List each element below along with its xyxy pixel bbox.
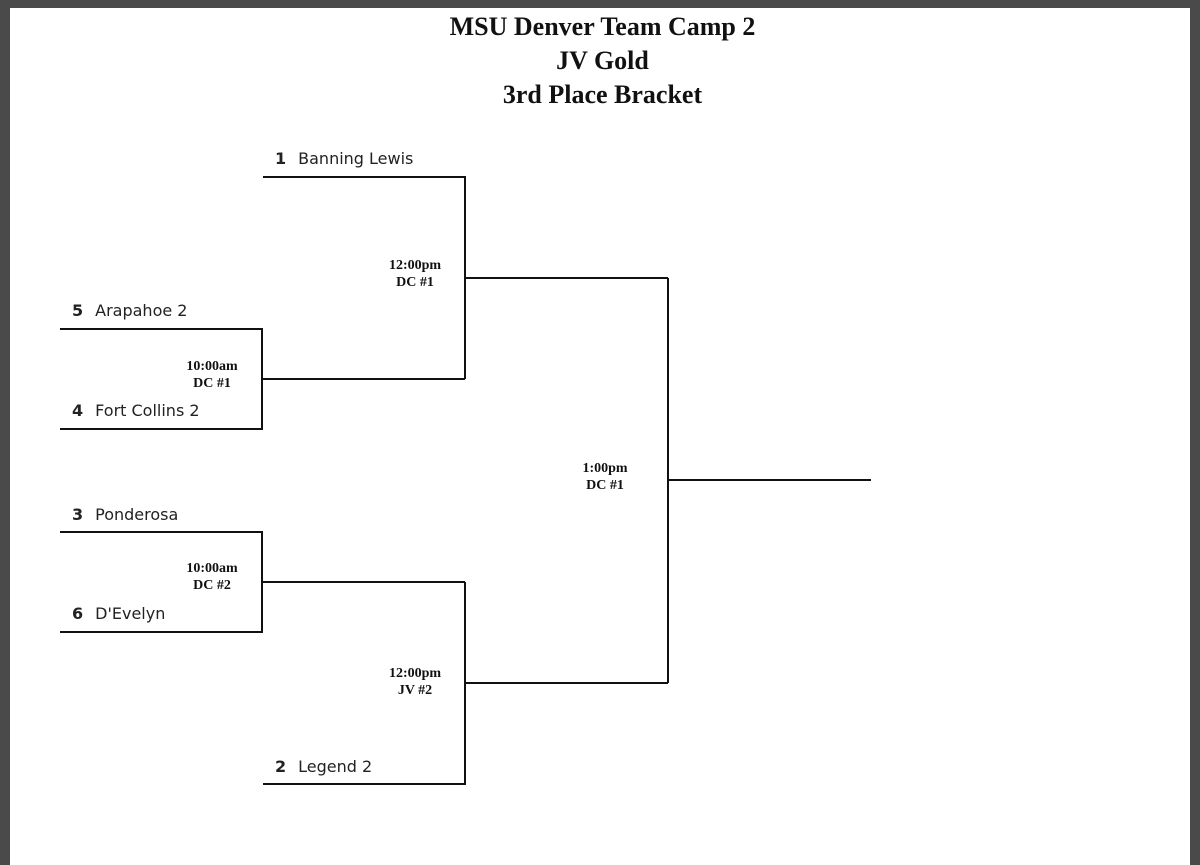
- game-label: 1:00pm DC #1: [545, 460, 665, 494]
- team-name: Legend 2: [298, 757, 373, 776]
- game-court: DC #1: [586, 478, 624, 493]
- game-time: 1:00pm: [582, 461, 628, 476]
- game-label: 12:00pm JV #2: [355, 665, 475, 699]
- team-name: Arapahoe 2: [95, 301, 188, 320]
- bracket-line-r2-upper: [263, 176, 466, 379]
- team-slot: 1 Banning Lewis: [275, 149, 413, 168]
- team-seed: 1: [275, 149, 287, 168]
- game-time: 12:00pm: [388, 258, 442, 273]
- game-time: 12:00pm: [388, 666, 442, 681]
- game-court: DC #1: [396, 275, 434, 290]
- game-court: DC #1: [193, 376, 231, 391]
- game-label: 10:00am DC #1: [152, 358, 272, 392]
- team-seed: 2: [275, 757, 287, 776]
- team-name: Fort Collins 2: [95, 401, 200, 420]
- team-slot: 6 D'Evelyn: [72, 604, 165, 623]
- bracket-sheet: [10, 8, 1190, 865]
- bracket-subtitle: 3rd Place Bracket: [502, 80, 703, 109]
- game-time: 10:00am: [186, 561, 238, 576]
- game-court: DC #2: [193, 578, 231, 593]
- team-slot: 4 Fort Collins 2: [72, 401, 200, 420]
- team-slot: 5 Arapahoe 2: [72, 301, 187, 320]
- team-name: Banning Lewis: [298, 149, 414, 168]
- game-time: 10:00am: [186, 359, 238, 374]
- team-seed: 5: [72, 301, 84, 320]
- division-title: JV Gold: [556, 46, 649, 75]
- team-seed: 4: [72, 401, 84, 420]
- bracket-line-r2-lower: [263, 582, 466, 785]
- game-label: 10:00am DC #2: [152, 560, 272, 594]
- team-name: Ponderosa: [95, 505, 179, 524]
- bracket-title: MSU Denver Team Camp 2 JV Gold 3rd Place…: [0, 10, 1200, 112]
- game-court: JV #2: [397, 683, 433, 698]
- team-slot: 2 Legend 2: [275, 757, 372, 776]
- game-label: 12:00pm DC #1: [355, 257, 475, 291]
- team-seed: 3: [72, 505, 84, 524]
- team-name: D'Evelyn: [95, 604, 166, 623]
- team-seed: 6: [72, 604, 84, 623]
- team-slot: 3 Ponderosa: [72, 505, 178, 524]
- event-title: MSU Denver Team Camp 2: [449, 12, 756, 41]
